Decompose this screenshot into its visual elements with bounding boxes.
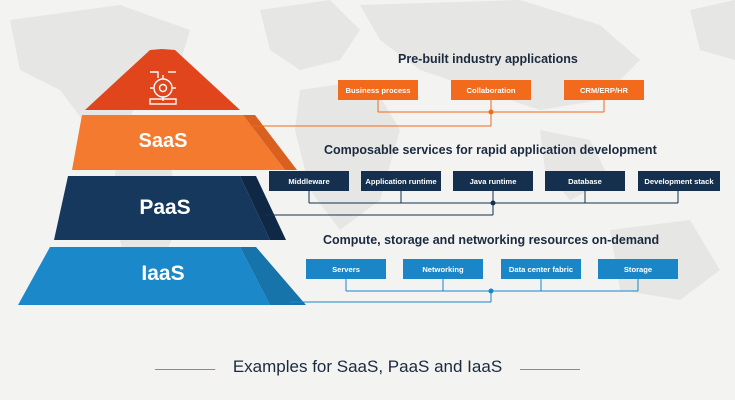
saas-tier bbox=[72, 115, 285, 170]
section-heading-saas: Pre-built industry applications bbox=[398, 52, 578, 66]
saas-tier-shade bbox=[243, 115, 297, 170]
connector-dot-iaas bbox=[488, 288, 494, 294]
tier-label-saas: SaaS bbox=[138, 130, 188, 152]
paas-item-development-stack: Development stack bbox=[638, 171, 720, 191]
paas-item-java-runtime: Java runtime bbox=[453, 171, 533, 191]
saas-item-collaboration: Collaboration bbox=[451, 80, 531, 100]
paas-tier bbox=[54, 176, 270, 240]
iaas-tier bbox=[18, 247, 270, 305]
footer-rule-right bbox=[520, 369, 580, 370]
iaas-item-storage: Storage bbox=[598, 259, 678, 279]
tier-label-iaas: IaaS bbox=[141, 262, 185, 285]
tier-label-paas: PaaS bbox=[139, 196, 191, 219]
iaas-item-data-center-fabric: Data center fabric bbox=[501, 259, 581, 279]
connector-dot-saas bbox=[488, 109, 494, 115]
saas-item-crm-erp-hr: CRM/ERP/HR bbox=[564, 80, 644, 100]
paas-item-database: Database bbox=[545, 171, 625, 191]
paas-tier-shade bbox=[240, 176, 286, 240]
footer-title: Examples for SaaS, PaaS and IaaS bbox=[0, 357, 735, 377]
paas-item-application-runtime: Application runtime bbox=[361, 171, 441, 191]
paas-item-middleware: Middleware bbox=[269, 171, 349, 191]
connector-dot-paas bbox=[490, 200, 496, 206]
footer-title-text: Examples for SaaS, PaaS and IaaS bbox=[224, 357, 511, 376]
iaas-item-networking: Networking bbox=[403, 259, 483, 279]
footer-rule-left bbox=[155, 369, 215, 370]
industry-gear-icon bbox=[149, 71, 177, 105]
saas-item-business-process: Business process bbox=[338, 80, 418, 100]
iaas-tier-shade bbox=[240, 247, 306, 305]
section-heading-paas: Composable services for rapid applicatio… bbox=[324, 143, 657, 157]
section-heading-iaas: Compute, storage and networking resource… bbox=[323, 233, 660, 247]
service-pyramid bbox=[18, 49, 306, 305]
iaas-item-servers: Servers bbox=[306, 259, 386, 279]
